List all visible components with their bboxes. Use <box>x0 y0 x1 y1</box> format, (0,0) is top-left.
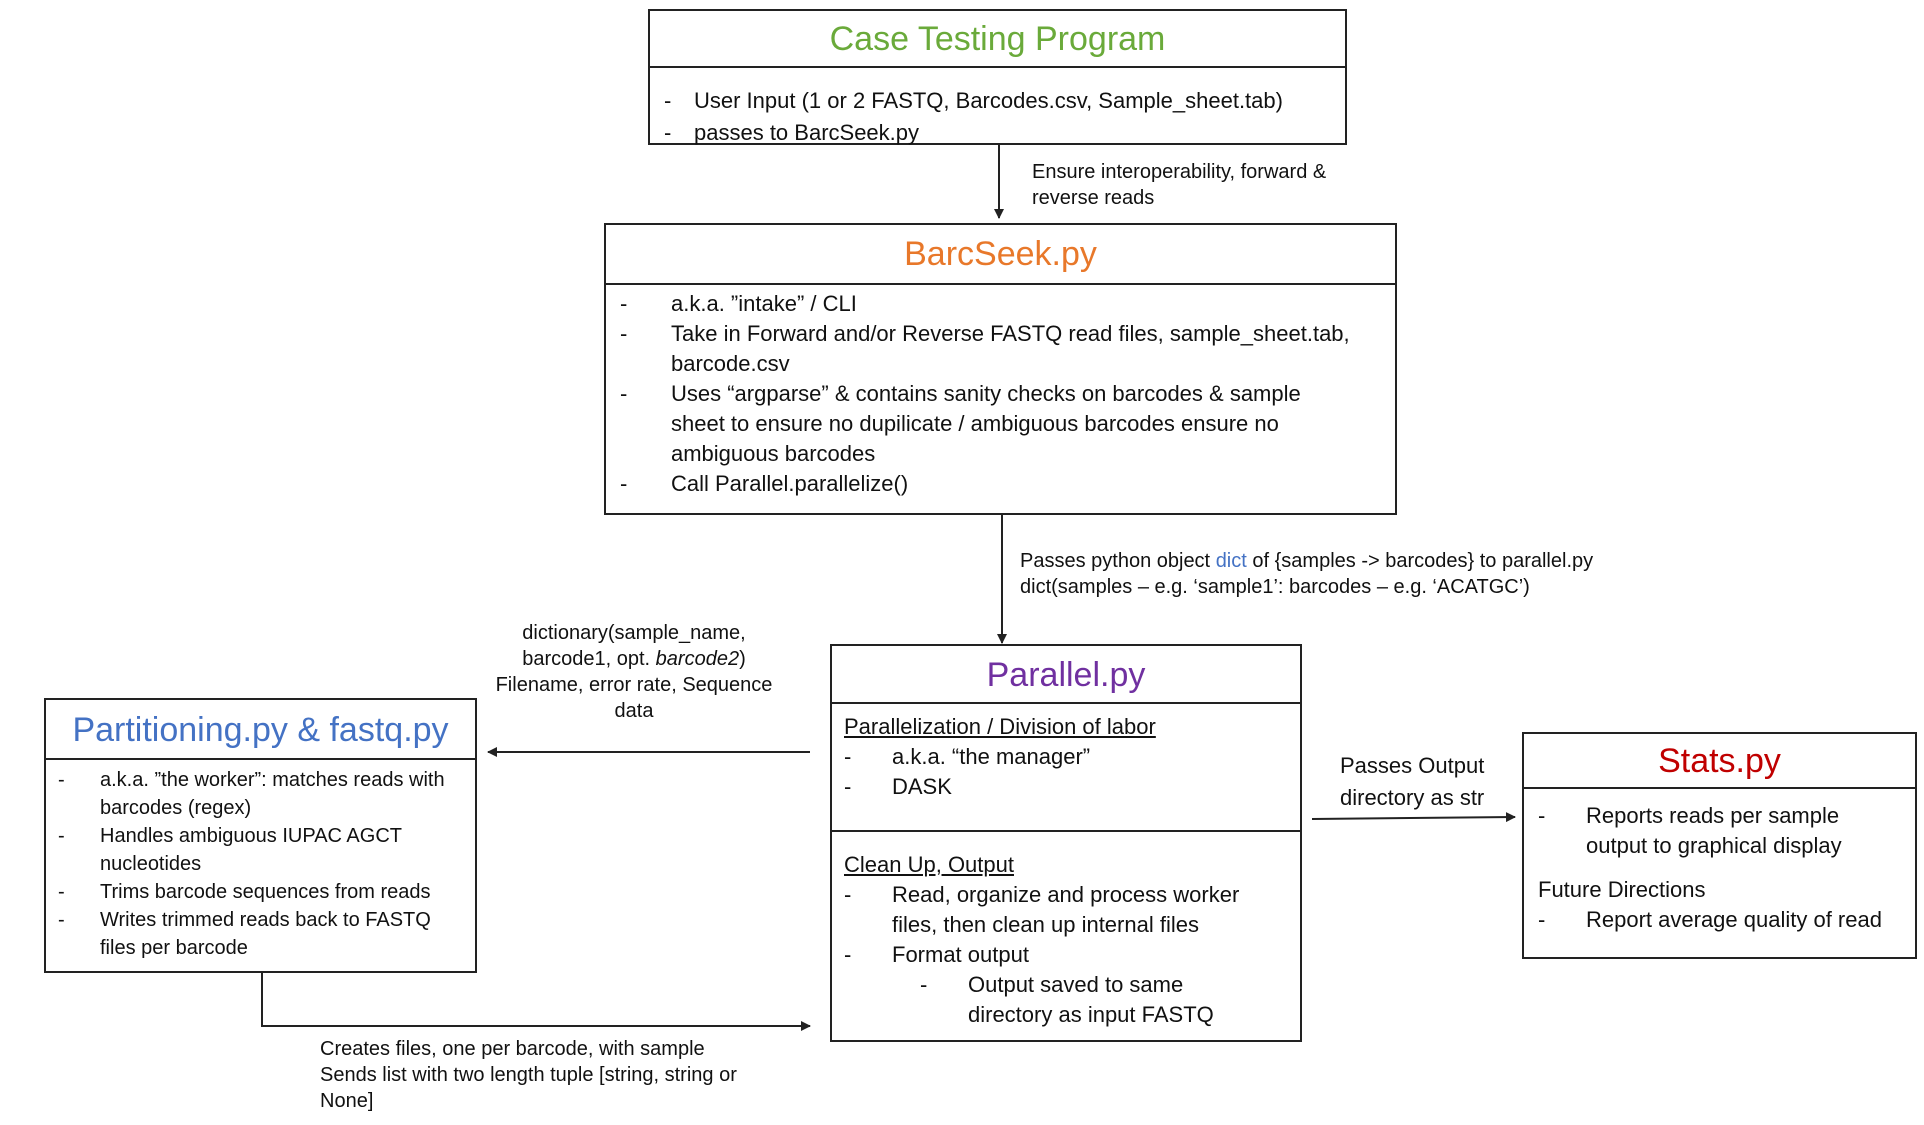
list-item: -Trims barcode sequences from reads <box>58 881 431 903</box>
label-line: Sends list with two length tuple [string… <box>320 1064 737 1112</box>
list-item: -Call Parallel.parallelize() <box>620 471 909 496</box>
case-testing-box: Case Testing Program -User Input (1 or 2… <box>648 9 1347 145</box>
parallel-box: Parallel.py Parallelization / Division o… <box>830 644 1302 1042</box>
barcseek-title: BarcSeek.py <box>606 225 1395 285</box>
section-heading: Clean Up, Output <box>844 852 1014 877</box>
partitioning-box: Partitioning.py & fastq.py -a.k.a. ”the … <box>44 698 477 973</box>
list-item: -Reports reads per sample output to grap… <box>1538 803 1842 858</box>
future-directions-list: -Report average quality of read <box>1524 905 1915 935</box>
label-parallel-to-partition: dictionary(sample_name, barcode1, opt. b… <box>488 620 780 724</box>
case-testing-list: -User Input (1 or 2 FASTQ, Barcodes.csv,… <box>650 68 1345 149</box>
label-line: Filename, error rate, Sequence data <box>495 674 773 722</box>
list-item: -Writes trimmed reads back to FASTQ file… <box>58 909 431 959</box>
label-line: dictionary(sample_name, <box>522 622 746 644</box>
label-line: Creates files, one per barcode, with sam… <box>320 1038 705 1060</box>
stats-box: Stats.py -Reports reads per sample outpu… <box>1522 732 1917 959</box>
list-item: -Report average quality of read <box>1538 907 1882 932</box>
label-case-to-barcseek: Ensure interoperability, forward & rever… <box>1032 161 1327 209</box>
list-item: -User Input (1 or 2 FASTQ, Barcodes.csv,… <box>664 88 1283 113</box>
label-barcseek-to-parallel: Passes python object dict of {samples ->… <box>1020 548 1660 600</box>
list-item: -DASK <box>844 774 952 799</box>
barcseek-list: -a.k.a. ”intake” / CLI -Take in Forward … <box>606 285 1395 499</box>
case-testing-title: Case Testing Program <box>650 11 1345 68</box>
list-item: -Take in Forward and/or Reverse FASTQ re… <box>620 321 1350 376</box>
arrow-parallel-to-stats <box>1311 812 1516 823</box>
parallel-title: Parallel.py <box>832 646 1300 704</box>
list-item: -a.k.a. “the manager” <box>844 744 1091 769</box>
partitioning-list: -a.k.a. ”the worker”: matches reads with… <box>46 760 475 962</box>
label-line: Passes python object dict of {samples ->… <box>1020 550 1594 572</box>
parallel-section-division: Parallelization / Division of labor -a.k… <box>832 704 1300 832</box>
section-heading: Parallelization / Division of labor <box>844 714 1156 739</box>
label-parallel-to-stats: Passes Output directory as str <box>1340 753 1485 810</box>
list-item: -Read, organize and process worker files… <box>844 882 1240 937</box>
barcseek-box: BarcSeek.py -a.k.a. ”intake” / CLI -Take… <box>604 223 1397 515</box>
list-item: -Handles ambiguous IUPAC AGCT nucleotide… <box>58 825 402 875</box>
dict-highlight: dict <box>1215 550 1247 572</box>
future-directions-heading: Future Directions <box>1538 877 1706 902</box>
list-item: -a.k.a. ”the worker”: matches reads with… <box>58 769 445 819</box>
label-emphasis: barcode2 <box>655 648 740 670</box>
list-item: -Format output <box>844 942 1029 967</box>
list-item: -Output saved to same directory as input… <box>920 972 1214 1027</box>
list-item: -a.k.a. ”intake” / CLI <box>620 291 857 316</box>
stats-list: -Reports reads per sample output to grap… <box>1524 789 1915 861</box>
stats-title: Stats.py <box>1524 734 1915 789</box>
label-line: dict(samples – e.g. ‘sample1’: barcodes … <box>1020 576 1530 598</box>
label-line: barcode1, opt. barcode2) <box>522 648 746 670</box>
list-item: -Uses “argparse” & contains sanity check… <box>620 381 1301 466</box>
label-partition-to-parallel: Creates files, one per barcode, with sam… <box>320 1036 770 1114</box>
list-item: -passes to BarcSeek.py <box>664 120 920 145</box>
arrow-partition-to-parallel <box>261 973 811 1031</box>
parallel-section-cleanup: Clean Up, Output -Read, organize and pro… <box>832 832 1300 1030</box>
parallel-section1-list: -a.k.a. “the manager” -DASK <box>844 742 1288 802</box>
parallel-section2-list: -Read, organize and process worker files… <box>844 880 1288 1030</box>
partitioning-title: Partitioning.py & fastq.py <box>46 700 475 760</box>
